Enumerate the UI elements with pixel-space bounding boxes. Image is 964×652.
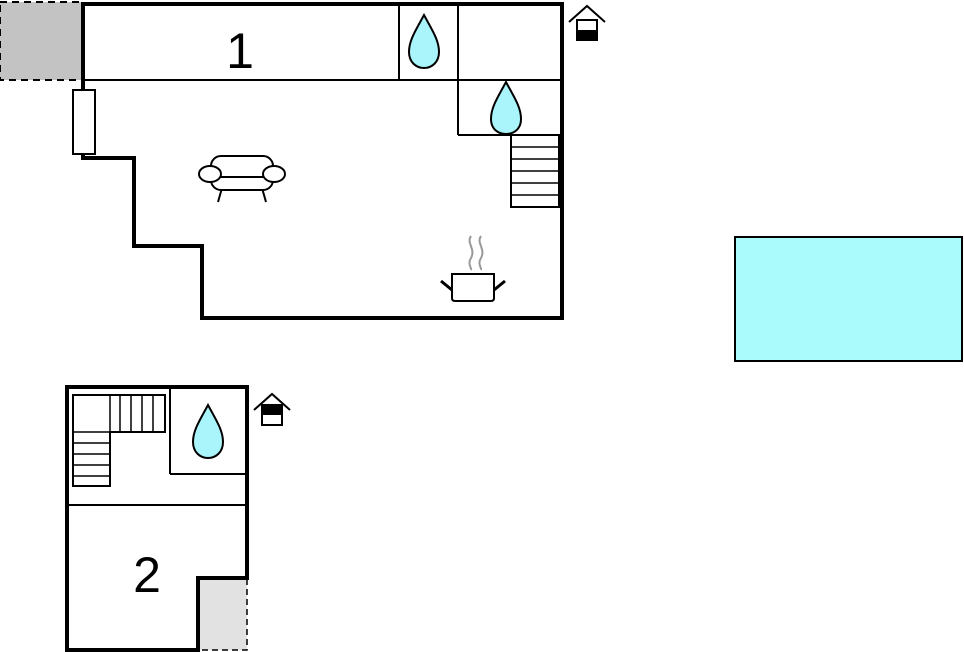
floor-1-window bbox=[72, 89, 96, 155]
floor-1-staircase bbox=[510, 134, 560, 208]
water-drop-icon bbox=[489, 79, 523, 136]
floor-1: 1 bbox=[0, 1, 606, 320]
floor-2-room-label: 2 bbox=[133, 547, 161, 603]
floor-2-staircase bbox=[72, 394, 166, 487]
sofa-icon bbox=[198, 155, 286, 203]
floor-2: 2 bbox=[65, 385, 291, 652]
floor-1-terrace bbox=[0, 1, 84, 81]
floor-1-outer-wall bbox=[81, 2, 564, 320]
floor-level-icon bbox=[253, 392, 291, 426]
swimming-pool bbox=[734, 236, 963, 362]
floor-level-icon bbox=[568, 4, 606, 41]
water-drop-icon bbox=[191, 402, 225, 460]
cooking-pot-icon bbox=[440, 235, 506, 302]
water-drop-icon bbox=[407, 12, 441, 70]
floor-1-room-label: 1 bbox=[226, 23, 254, 79]
floor-2-terrace bbox=[197, 577, 248, 651]
